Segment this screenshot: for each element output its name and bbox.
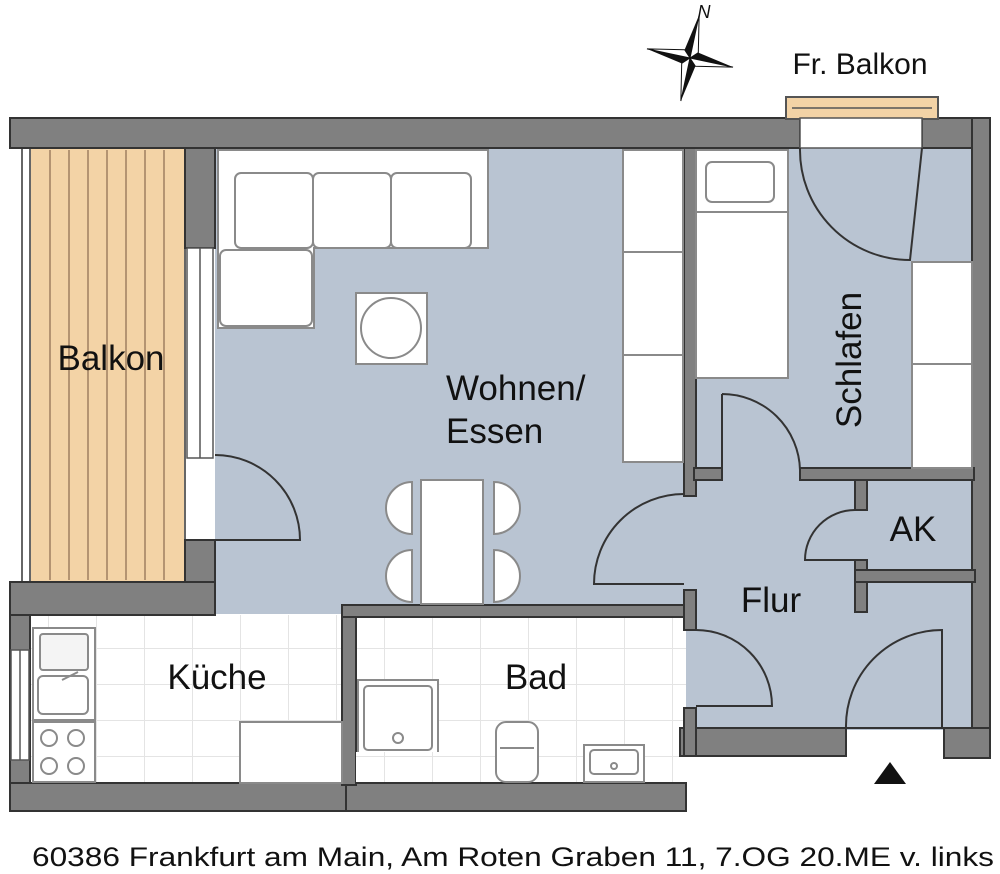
- door-balcony: [214, 454, 302, 541]
- window-living-left: [186, 247, 214, 459]
- label-balcony: Balkon: [57, 339, 164, 378]
- sofa: [217, 149, 489, 329]
- kitchen-sink: [32, 627, 96, 721]
- furniture: [32, 149, 973, 784]
- dining-table: [420, 479, 484, 605]
- floor-storage-ak: [865, 482, 975, 572]
- washbasin: [583, 744, 645, 783]
- compass-north-label: N: [698, 2, 712, 22]
- toilet: [495, 721, 539, 783]
- kitchen-fridge: [239, 721, 343, 784]
- label-hall: Flur: [741, 581, 802, 620]
- door-living: [592, 493, 685, 585]
- window-kitchen: [10, 649, 30, 761]
- walls: [9, 117, 991, 812]
- door-bedroom-window: [798, 147, 923, 262]
- wardrobe: [911, 261, 973, 469]
- sideboard: [622, 149, 684, 463]
- address-caption: 60386 Frankfurt am Main, Am Roten Graben…: [32, 842, 994, 872]
- label-living-line1: Wohnen/: [446, 369, 586, 408]
- label-living-line2: Essen: [446, 412, 543, 451]
- label-bathroom: Bad: [505, 658, 567, 697]
- coffee-table: [355, 292, 428, 365]
- kitchen-hob: [32, 721, 96, 783]
- label-kitchen: Küche: [167, 658, 266, 697]
- shower: [356, 679, 456, 782]
- label-bedroom: Schlafen: [830, 292, 869, 428]
- door-bath: [695, 629, 774, 707]
- french-balcony: [785, 96, 939, 149]
- label-french-balcony: Fr. Balkon: [792, 48, 927, 81]
- door-ak: [803, 509, 856, 561]
- bed: [695, 149, 789, 379]
- dining-chairs: [385, 480, 521, 604]
- label-storage: AK: [890, 510, 937, 549]
- entrance-marker-icon: [874, 762, 906, 784]
- doors: [214, 147, 943, 729]
- door-entrance: [844, 628, 943, 729]
- door-bedroom: [721, 393, 801, 471]
- compass-icon: [646, 14, 734, 102]
